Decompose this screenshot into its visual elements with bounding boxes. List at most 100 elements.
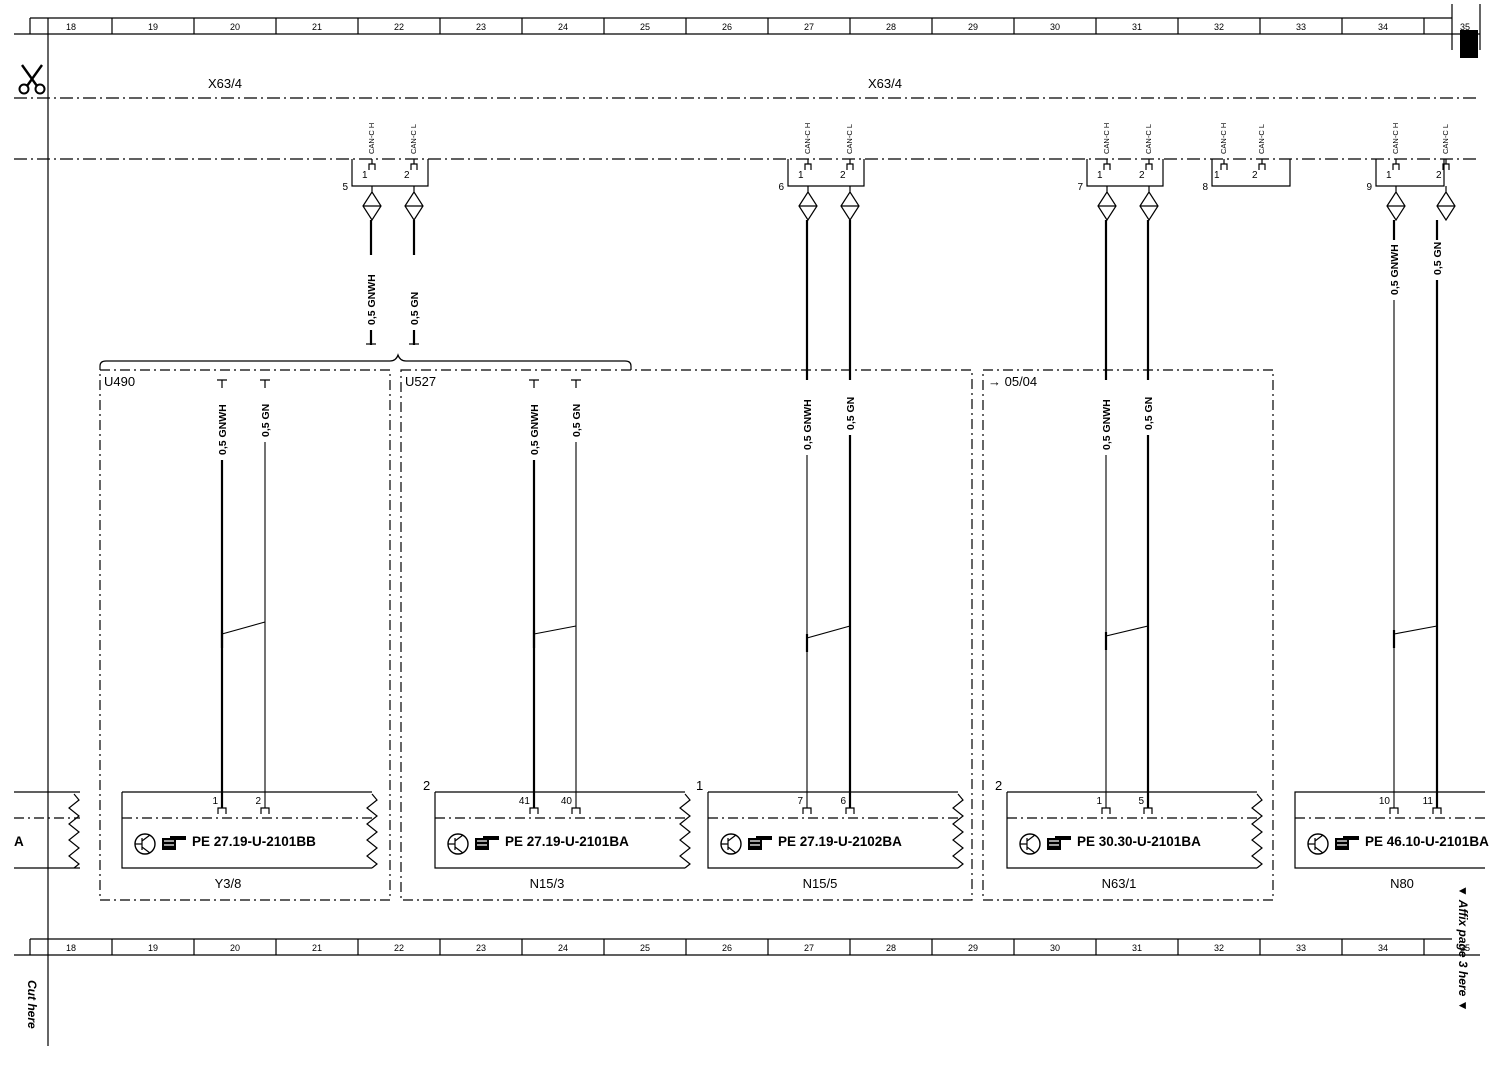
module-pin: 10 (1379, 796, 1391, 807)
reference-hand-icon (162, 836, 186, 850)
signal-label: CAN-C H (1102, 123, 1111, 154)
transistor-icon (134, 833, 156, 855)
column-number: 26 (722, 22, 732, 32)
column-number: 29 (968, 943, 978, 953)
column-number: 27 (804, 943, 814, 953)
reference-hand-icon (475, 836, 499, 850)
connector-pin: 2 (1436, 170, 1442, 181)
column-number: 18 (66, 943, 76, 953)
module-name: N15/3 (530, 876, 565, 891)
column-number: 23 (476, 22, 486, 32)
column-number: 28 (886, 22, 896, 32)
column-number: 33 (1296, 943, 1306, 953)
connector-pin: 1 (362, 170, 368, 181)
connector-pin: 2 (404, 170, 410, 181)
module-0: A (14, 791, 80, 869)
column-number: 18 (66, 22, 76, 32)
column-number: 31 (1132, 22, 1142, 32)
connector-number: 7 (1077, 182, 1083, 193)
column-number: 33 (1296, 22, 1306, 32)
cut-here-note: Cut here (25, 980, 39, 1029)
column-number: 34 (1378, 22, 1388, 32)
connector-pin: 1 (1386, 170, 1392, 181)
module-pin: 6 (840, 796, 846, 807)
connector-number: 5 (342, 182, 348, 193)
module-ref-number: 2 (423, 778, 430, 793)
column-number: 24 (558, 22, 568, 32)
transistor-icon (720, 833, 742, 855)
column-number: 30 (1050, 22, 1060, 32)
module-name: N63/1 (1102, 876, 1137, 891)
transistor-icon (447, 833, 469, 855)
column-number: 32 (1214, 22, 1224, 32)
column-number: 23 (476, 943, 486, 953)
signal-label: CAN-C H (803, 123, 812, 154)
wire-label: 0,5 GNWH (217, 404, 229, 455)
module-name: N15/5 (803, 876, 838, 891)
bus-label-right: X63/4 (868, 76, 902, 91)
connector-pin: 2 (1139, 170, 1145, 181)
column-number: 28 (886, 943, 896, 953)
transistor-icon (1019, 833, 1041, 855)
column-number: 22 (394, 22, 404, 32)
group-label-u490: U490 (104, 374, 135, 389)
column-number: 26 (722, 943, 732, 953)
column-number: 21 (312, 22, 322, 32)
column-number: 25 (640, 22, 650, 32)
signal-label: CAN-C H (1219, 123, 1228, 154)
signal-label: CAN-C L (409, 124, 418, 154)
group-label-ref-0504: → 05/04 (988, 374, 1037, 389)
connector-number: 8 (1202, 182, 1208, 193)
module-ref-number: 2 (995, 778, 1002, 793)
module-ref-number: 1 (696, 778, 703, 793)
module-pin: 11 (1423, 796, 1434, 807)
module-pe-text: A (14, 834, 24, 849)
connector-pin: 2 (1252, 170, 1258, 181)
module-pe-text: PE 27.19-U-2101BA (505, 834, 629, 849)
column-number: 19 (148, 943, 158, 953)
column-number: 22 (394, 943, 404, 953)
wire-label: 0,5 GNWH (529, 404, 541, 455)
affix-page-note: ▼ Affix page 3 here ▼ (1456, 885, 1470, 1011)
reference-hand-icon (1047, 836, 1071, 850)
wire-label: 0,5 GNWH (1389, 244, 1401, 295)
column-number: 32 (1214, 943, 1224, 953)
column-number: 31 (1132, 943, 1142, 953)
connector-pin: 1 (798, 170, 804, 181)
module-name: N80 (1390, 876, 1414, 891)
column-number: 20 (230, 943, 240, 953)
column-number: 20 (230, 22, 240, 32)
column-number: 30 (1050, 943, 1060, 953)
bus-lines (14, 97, 1480, 160)
module-pe-text: PE 30.30-U-2101BA (1077, 834, 1201, 849)
wire-label: 0,5 GN (260, 404, 272, 437)
connector-pin: 2 (840, 170, 846, 181)
wire-label: 0,5 GNWH (366, 274, 378, 325)
module-pin: 41 (519, 796, 531, 807)
connector-number: 9 (1366, 182, 1372, 193)
column-number: 35 (1460, 22, 1470, 32)
module-pe-text: PE 27.19-U-2102BA (778, 834, 902, 849)
connector-pin: 1 (1214, 170, 1220, 181)
frame (14, 4, 1481, 1046)
group-boxes (99, 353, 1274, 901)
wire-label: 0,5 GNWH (1101, 399, 1113, 450)
module-name: Y3/8 (215, 876, 242, 891)
signal-label: CAN-C H (1391, 123, 1400, 154)
column-number: 34 (1378, 943, 1388, 953)
connector-pin: 1 (1097, 170, 1103, 181)
column-number: 19 (148, 22, 158, 32)
column-number: 35 (1460, 943, 1470, 953)
